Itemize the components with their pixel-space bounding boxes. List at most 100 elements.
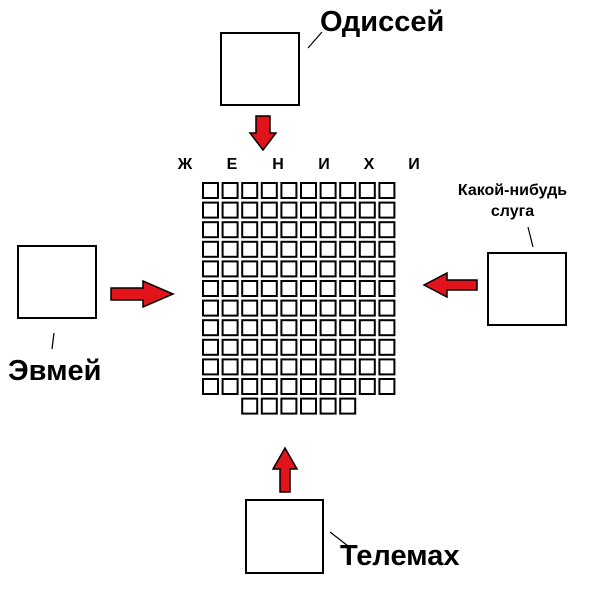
suitor-cell [358, 378, 376, 395]
suitors-letter-6: И [408, 156, 420, 173]
suitor-cell [260, 260, 278, 278]
suitor-cell [260, 319, 278, 337]
suitor-cell [378, 240, 396, 258]
suitor-cell [300, 240, 317, 258]
sluga-label-line-1: Какой-нибудь [457, 182, 568, 199]
suitor-cell [241, 260, 259, 278]
telemakh-label: Телемах [340, 540, 460, 572]
suitor-cell [202, 260, 219, 278]
suitor-cell [260, 201, 278, 219]
suitor-cell [202, 299, 219, 317]
suitor-cell [339, 280, 357, 297]
suitor-cell [260, 240, 278, 258]
suitor-cell [300, 201, 317, 219]
suitor-cell [378, 378, 396, 395]
suitor-cell [280, 221, 298, 239]
suitor-cell [241, 397, 259, 415]
suitor-cell [280, 260, 298, 278]
suitor-cell [339, 299, 357, 317]
suitor-cell [358, 299, 376, 317]
suitor-cell [260, 299, 278, 317]
sluga-arrow-left [422, 271, 478, 299]
suitor-cell [319, 378, 337, 395]
suitor-cell [339, 221, 357, 239]
suitor-cell [378, 319, 396, 337]
suitor-cell [300, 260, 317, 278]
suitor-cell [319, 240, 337, 258]
suitor-cell [260, 221, 278, 239]
odissey-label: Одиссей [320, 6, 445, 38]
suitor-cell [280, 182, 298, 199]
suitor-cell [280, 358, 298, 376]
suitor-cell [241, 221, 259, 239]
suitor-cell [202, 240, 219, 258]
suitor-cell [241, 240, 259, 258]
suitor-cell [319, 319, 337, 337]
suitors-letter-4: И [318, 156, 330, 173]
evmey-label: Эвмей [8, 355, 102, 387]
suitor-cell [221, 358, 239, 376]
suitor-cell [202, 338, 219, 356]
suitor-cell [280, 397, 298, 415]
suitor-cell [378, 260, 396, 278]
suitor-cell [319, 358, 337, 376]
suitor-cell [358, 338, 376, 356]
suitor-cell [221, 260, 239, 278]
suitors-letter-5: Х [363, 156, 375, 173]
suitors-letter-3: Н [272, 156, 284, 173]
suitor-cell [300, 299, 317, 317]
suitor-cell [202, 319, 219, 337]
suitor-cell [358, 358, 376, 376]
odissey-box [220, 32, 300, 106]
suitor-cell [221, 280, 239, 297]
suitor-cell [280, 280, 298, 297]
suitor-cell [339, 397, 357, 415]
suitor-cell [339, 319, 357, 337]
suitor-cell [378, 280, 396, 297]
suitor-cell [241, 378, 259, 395]
suitor-cell [339, 358, 357, 376]
suitor-cell [358, 221, 376, 239]
suitor-cell [339, 260, 357, 278]
suitor-cell [280, 319, 298, 337]
suitor-cell [260, 378, 278, 395]
sluga-box [487, 252, 567, 326]
suitor-cell [300, 358, 317, 376]
suitor-cell [260, 358, 278, 376]
suitor-cell [221, 319, 239, 337]
suitor-cell [280, 201, 298, 219]
suitors-letter-1: Ж [177, 156, 193, 173]
suitor-cell [319, 260, 337, 278]
evmey-leader-line [51, 332, 55, 350]
suitor-cell [300, 378, 317, 395]
suitor-cell [241, 182, 259, 199]
suitor-cell [241, 338, 259, 356]
suitor-cell [339, 378, 357, 395]
suitor-cell [339, 201, 357, 219]
suitor-cell [300, 280, 317, 297]
suitor-cell [221, 338, 239, 356]
suitor-cell [319, 397, 337, 415]
sluga-leader-line [527, 226, 534, 248]
suitor-cell [319, 201, 337, 219]
suitor-cell [319, 338, 337, 356]
suitor-cell [221, 378, 239, 395]
suitor-cell [202, 358, 219, 376]
suitor-cell [241, 299, 259, 317]
suitor-cell [300, 338, 317, 356]
suitor-cell [319, 299, 337, 317]
telemakh-leader-line [329, 531, 349, 547]
suitor-cell [221, 240, 239, 258]
odissey-leader-line [307, 31, 323, 49]
evmey-box [17, 245, 97, 319]
suitor-cell [378, 299, 396, 317]
telemakh-box [245, 499, 324, 574]
suitor-cell [300, 182, 317, 199]
suitors-grid [202, 182, 396, 415]
suitor-cell [300, 221, 317, 239]
telemakh-arrow-up [271, 446, 299, 493]
suitor-cell [339, 338, 357, 356]
suitor-cell [202, 221, 219, 239]
suitor-cell [339, 240, 357, 258]
